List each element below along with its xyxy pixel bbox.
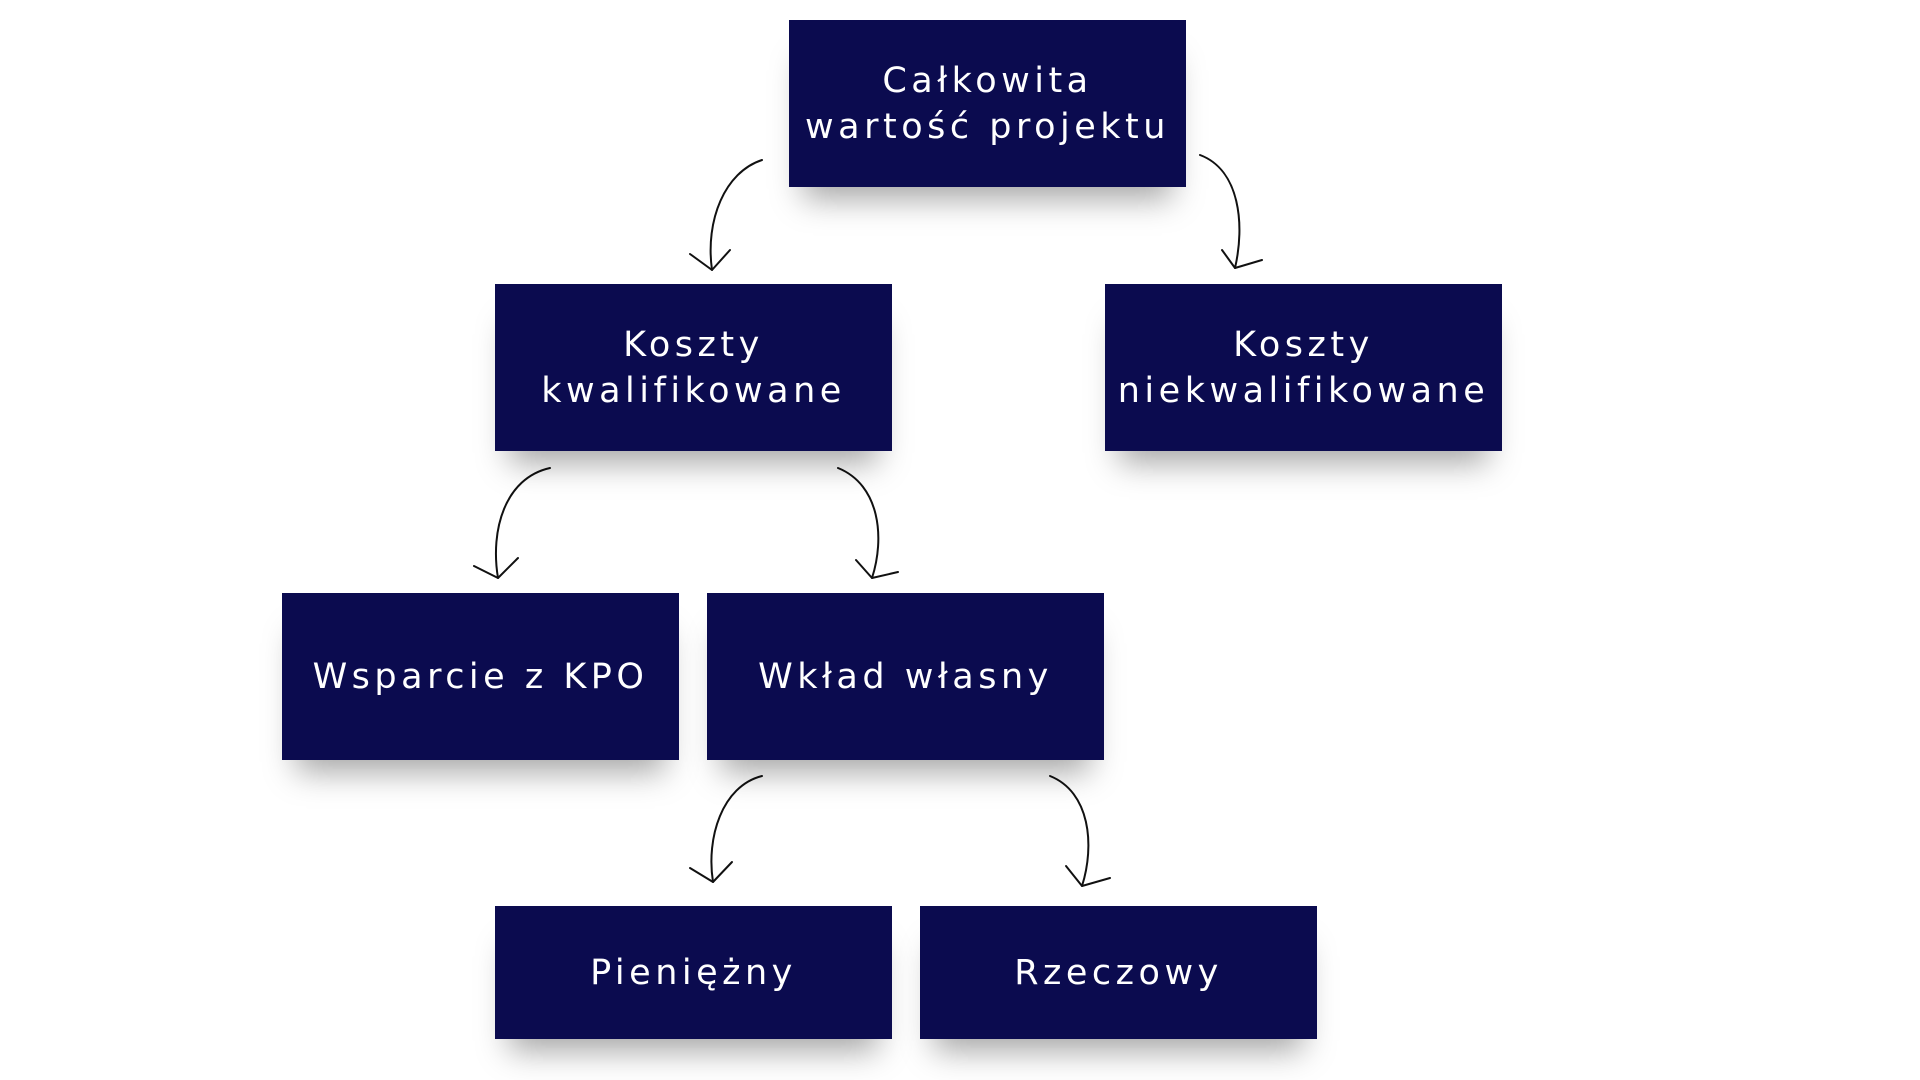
node-label: Wsparcie z KPO bbox=[312, 656, 649, 697]
node-label-line: kwalifikowane bbox=[541, 370, 846, 411]
node-label-line: niekwalifikowane bbox=[1117, 370, 1490, 411]
node-cash: Pieniężny bbox=[495, 906, 892, 1039]
node-label: Rzeczowy bbox=[1014, 952, 1223, 993]
node-ineligible-costs: Koszty niekwalifikowane bbox=[1105, 284, 1502, 451]
node-label: Wkład własny bbox=[758, 656, 1053, 697]
node-label-line: wartość projektu bbox=[805, 106, 1170, 147]
arrow-wklad-to-rzeczowy bbox=[1049, 775, 1111, 887]
node-kpo-support: Wsparcie z KPO bbox=[282, 593, 679, 760]
node-label-line: Koszty bbox=[1233, 324, 1374, 365]
arrow-kwalifikowane-to-wklad bbox=[837, 467, 899, 579]
arrow-root-to-niekwalifikowane bbox=[1199, 154, 1263, 269]
arrow-root-to-kwalifikowane bbox=[689, 159, 763, 271]
arrow-wklad-to-pieniezny bbox=[689, 775, 763, 883]
node-label-line: Całkowita bbox=[882, 60, 1093, 101]
node-total-project-value: Całkowita wartość projektu bbox=[789, 20, 1186, 187]
node-eligible-costs: Koszty kwalifikowane bbox=[495, 284, 892, 451]
node-own-contribution: Wkład własny bbox=[707, 593, 1104, 760]
node-label-line: Koszty bbox=[623, 324, 764, 365]
node-in-kind: Rzeczowy bbox=[920, 906, 1317, 1039]
arrow-kwalifikowane-to-wsparcie bbox=[473, 467, 551, 579]
node-label: Pieniężny bbox=[590, 952, 797, 993]
